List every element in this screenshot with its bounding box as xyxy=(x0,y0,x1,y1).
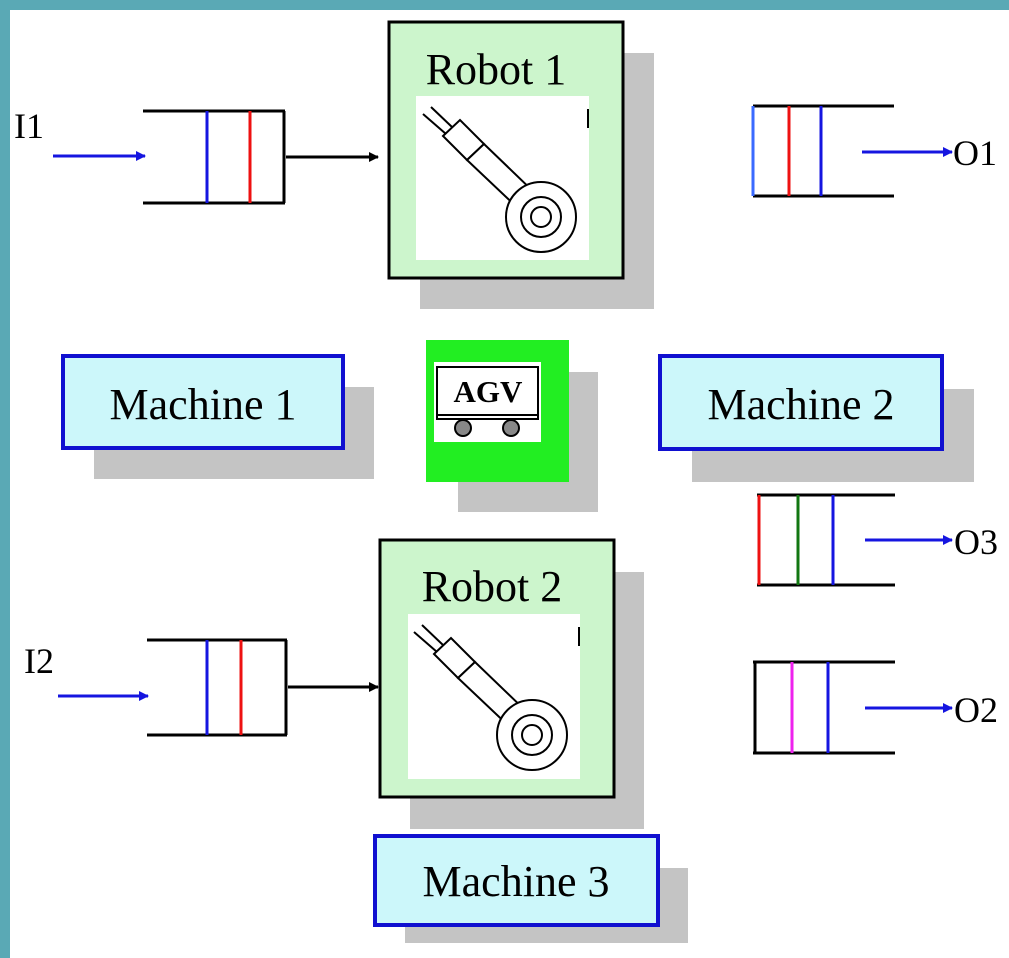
machine-3-box xyxy=(373,834,660,927)
input-buffer-1 xyxy=(143,109,379,205)
agv: AGV xyxy=(426,340,598,512)
machine-1-box xyxy=(61,354,345,450)
robot-2-label: Robot 2 xyxy=(422,562,563,611)
machine-2-label: Machine 2 xyxy=(708,380,895,429)
output-2-label: O2 xyxy=(954,690,998,730)
robot-1-label: Robot 1 xyxy=(426,45,567,94)
robot-1: Robot 1 xyxy=(387,20,654,309)
machine-2: Machine 2 xyxy=(658,354,974,482)
output-1-label: O1 xyxy=(953,133,997,173)
robot-arm-icon xyxy=(422,106,577,253)
machine-1-label: Machine 1 xyxy=(110,380,297,429)
machine-3: Machine 3 xyxy=(373,834,688,943)
input-2-label: I2 xyxy=(24,641,54,681)
agv-label: AGV xyxy=(454,374,524,409)
machine-2-box xyxy=(658,354,944,451)
diagram-canvas: Robot 1 Robot 2 xyxy=(10,10,1009,958)
agv-cart-icon xyxy=(436,366,539,437)
output-buffer-2 xyxy=(753,660,895,755)
manufacturing-cell-diagram: Robot 1 Robot 2 xyxy=(14,20,998,943)
input-buffer-2 xyxy=(147,638,379,737)
robot-2: Robot 2 xyxy=(378,538,644,829)
input-1-label: I1 xyxy=(14,106,44,146)
machine-1: Machine 1 xyxy=(61,354,374,479)
output-3-label: O3 xyxy=(954,522,998,562)
robot-arm-icon xyxy=(413,624,568,771)
machine-3-label: Machine 3 xyxy=(423,857,610,906)
output-buffer-3 xyxy=(757,493,895,587)
output-buffer-1 xyxy=(751,104,894,198)
